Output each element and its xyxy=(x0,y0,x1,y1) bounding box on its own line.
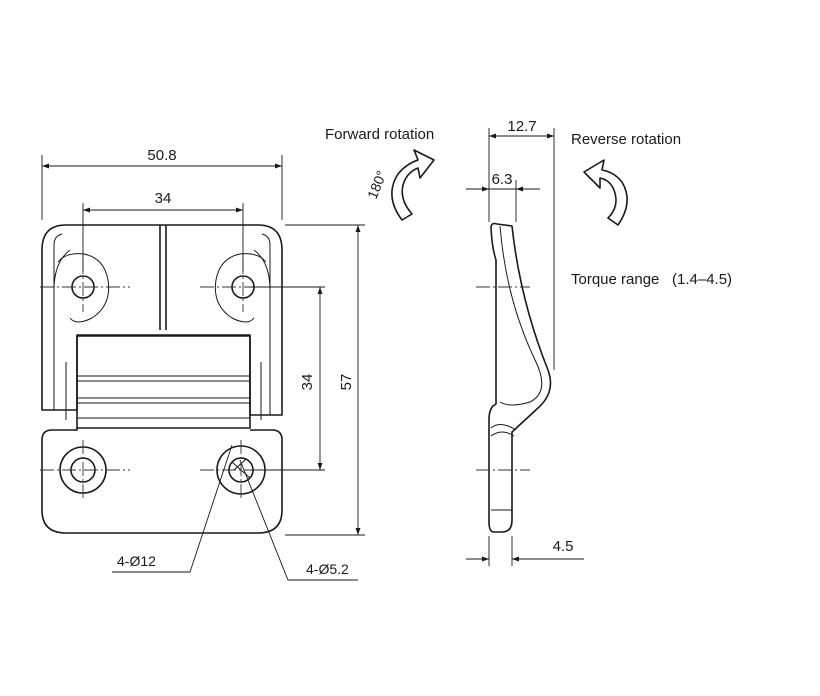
side-knuckle xyxy=(490,424,517,511)
torque-range-values: (1.4–4.5) xyxy=(672,271,732,288)
side-extension-lines xyxy=(488,128,555,566)
dim-side-offset: 6.3 xyxy=(492,171,513,188)
upper-left-boss xyxy=(57,253,110,323)
dim-overall-height: 57 xyxy=(338,374,355,391)
dim-hole-spacing-vertical: 34 xyxy=(299,374,316,391)
barrel-lines xyxy=(77,375,250,419)
dim-overall-width: 50.8 xyxy=(147,147,176,164)
forward-rotation-arrow-icon xyxy=(391,149,435,221)
upper-right-boss xyxy=(214,253,267,323)
side-view xyxy=(466,128,584,566)
forward-rotation-label: Forward rotation xyxy=(325,126,434,143)
hinge-barrel xyxy=(76,335,251,429)
front-view xyxy=(40,155,365,581)
reverse-rotation-arrow-icon xyxy=(583,159,628,226)
lower-leaf-outline xyxy=(41,428,283,534)
leaf-split xyxy=(159,225,167,330)
rotation-angle-label: 180° xyxy=(364,168,390,201)
side-curved-leaf xyxy=(488,222,552,533)
reverse-rotation-label: Reverse rotation xyxy=(571,131,681,148)
dim-thickness: 4.5 xyxy=(553,538,574,555)
front-extension-lines xyxy=(41,155,365,536)
side-inner-curve xyxy=(499,225,543,406)
dim-through-hole: 4-Ø5.2 xyxy=(306,561,349,577)
torque-range-label: Torque range xyxy=(571,271,659,288)
barrel-side-lines xyxy=(65,362,262,420)
leader-through-hole xyxy=(239,459,358,581)
upper-leaf-outline xyxy=(41,224,283,416)
upper-leaf-lugs xyxy=(53,233,271,415)
leader-counterbore xyxy=(112,444,233,573)
dim-counterbore: 4-Ø12 xyxy=(117,553,156,569)
dim-side-width: 12.7 xyxy=(507,118,536,135)
front-centerlines xyxy=(40,260,290,500)
dim-hole-spacing-horizontal: 34 xyxy=(155,190,172,207)
side-centerlines xyxy=(476,286,530,471)
